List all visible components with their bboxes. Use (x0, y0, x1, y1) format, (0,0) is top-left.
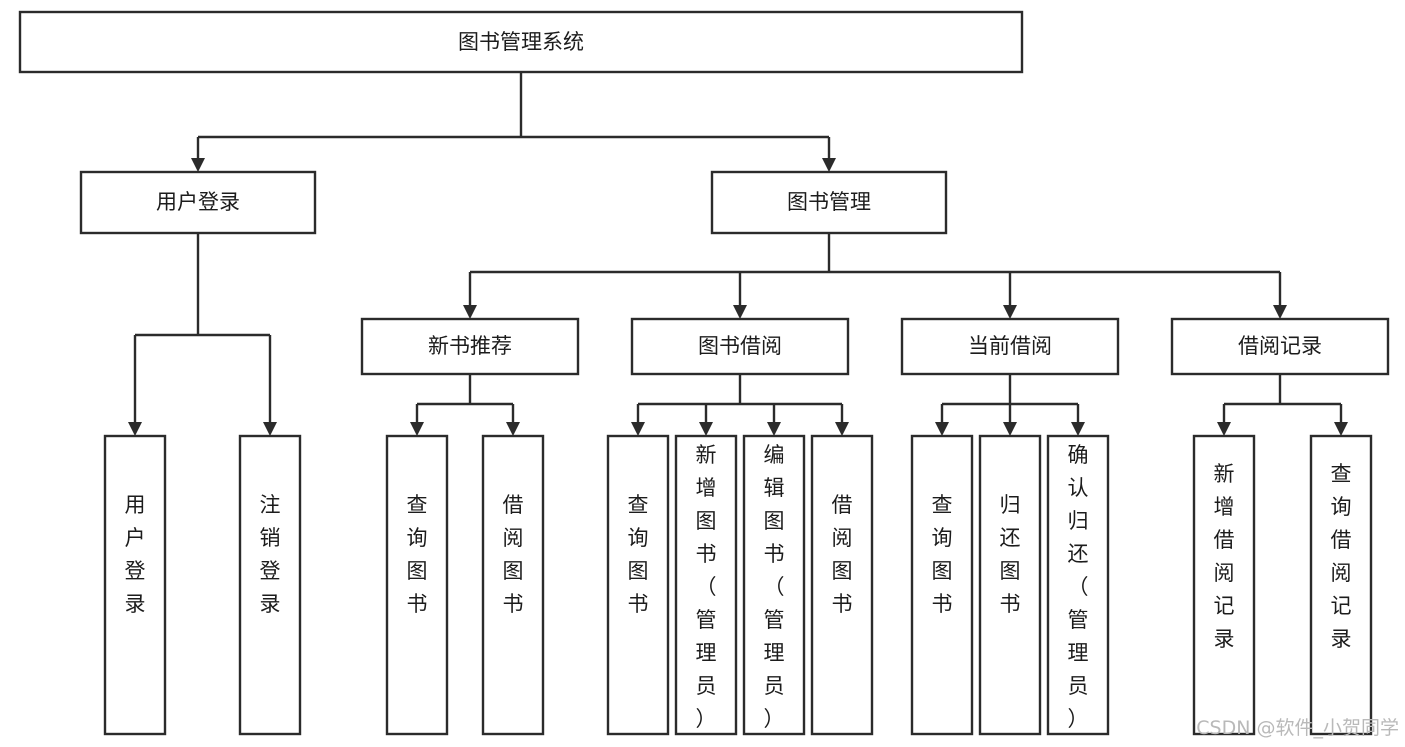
leaf-user-login-2[interactable]: 注销登录 (238, 434, 302, 736)
leaf-new-book-2[interactable]: 借阅图书 (481, 434, 545, 736)
arrowhead-currentborrow-leaf3 (1071, 422, 1085, 436)
node-root-label: 图书管理系统 (458, 30, 584, 54)
leaf-book-borrow-1[interactable]: 查询图书 (606, 434, 670, 736)
arrowhead-user-login (191, 158, 205, 172)
node-borrow-record-label: 借阅记录 (1238, 334, 1322, 358)
leaf-new-book-2-label: 借阅图书 (503, 493, 524, 616)
leaf-borrow-record-2-box[interactable] (1309, 434, 1373, 736)
leaf-new-book-1-box[interactable] (385, 434, 449, 736)
arrowhead-new-book (463, 305, 477, 319)
node-book-borrow-box[interactable] (630, 317, 850, 376)
node-book-management[interactable]: 图书管理 (710, 170, 948, 235)
arrowhead-current-borrow (1003, 305, 1017, 319)
leaf-current-borrow-1[interactable]: 查询图书 (910, 434, 974, 736)
leaf-current-borrow-2-label: 归还图书 (1000, 493, 1021, 616)
arrowhead-borrow-record (1273, 305, 1287, 319)
leaf-user-login-2-label: 注销登录 (260, 493, 281, 616)
node-borrow-record-box[interactable] (1170, 317, 1390, 376)
leaf-book-borrow-1-label: 查询图书 (628, 493, 649, 616)
arrowhead-newbook-leaf1 (410, 422, 424, 436)
node-borrow-record[interactable]: 借阅记录 (1170, 317, 1390, 376)
leaf-book-borrow-3-label: 编辑图书（管理员） (764, 443, 785, 731)
leaf-current-borrow-3-box[interactable] (1046, 434, 1110, 736)
leaf-user-login-2-box[interactable] (238, 434, 302, 736)
arrowhead-newbook-leaf2 (506, 422, 520, 436)
node-current-borrow[interactable]: 当前借阅 (900, 317, 1120, 376)
node-current-borrow-label: 当前借阅 (968, 334, 1052, 358)
node-user-login[interactable]: 用户登录 (79, 170, 317, 235)
leaf-current-borrow-3[interactable]: 确认归还（管理员） (1046, 434, 1110, 736)
node-current-borrow-box[interactable] (900, 317, 1120, 376)
leaf-current-borrow-1-box[interactable] (910, 434, 974, 736)
leaf-new-book-1[interactable]: 查询图书 (385, 434, 449, 736)
node-user-login-label: 用户登录 (156, 190, 240, 214)
leaf-current-borrow-3-label: 确认归还（管理员） (1068, 443, 1089, 731)
leaf-book-borrow-3-box[interactable] (742, 434, 806, 736)
node-new-book-recommend-label: 新书推荐 (428, 334, 512, 358)
leaf-user-login-1-box[interactable] (103, 434, 167, 736)
leaf-book-borrow-2[interactable]: 新增图书（管理员） (674, 434, 738, 736)
node-new-book-recommend-box[interactable] (360, 317, 580, 376)
leaf-book-borrow-4-label: 借阅图书 (832, 493, 853, 616)
leaf-book-borrow-2-box[interactable] (674, 434, 738, 736)
arrowhead-borrowrecord-leaf2 (1334, 422, 1348, 436)
arrowhead-bookborrow-leaf3 (767, 422, 781, 436)
arrowhead-userlogin-leaf2 (263, 422, 277, 436)
node-book-management-label: 图书管理 (787, 190, 871, 214)
node-new-book-recommend[interactable]: 新书推荐 (360, 317, 580, 376)
arrowhead-book-mgmt (822, 158, 836, 172)
leaf-borrow-record-2[interactable]: 查询借阅记录 (1309, 434, 1373, 736)
leaf-borrow-record-2-label: 查询借阅记录 (1331, 462, 1352, 651)
leaf-book-borrow-3[interactable]: 编辑图书（管理员） (742, 434, 806, 736)
node-root[interactable]: 图书管理系统 (18, 10, 1024, 74)
arrowhead-bookborrow-leaf1 (631, 422, 645, 436)
connector-layer (128, 72, 1348, 436)
leaf-new-book-2-box[interactable] (481, 434, 545, 736)
arrowhead-userlogin-leaf1 (128, 422, 142, 436)
arrowhead-bookborrow-leaf2 (699, 422, 713, 436)
node-book-borrow[interactable]: 图书借阅 (630, 317, 850, 376)
node-book-borrow-label: 图书借阅 (698, 334, 782, 358)
node-book-management-box[interactable] (710, 170, 948, 235)
leaf-book-borrow-4-box[interactable] (810, 434, 874, 736)
arrowhead-currentborrow-leaf2 (1003, 422, 1017, 436)
leaf-user-login-1-label: 用户登录 (125, 493, 146, 616)
leaf-book-borrow-4[interactable]: 借阅图书 (810, 434, 874, 736)
csdn-watermark: CSDN @软件_小贺同学 (1196, 717, 1399, 739)
leaf-current-borrow-1-label: 查询图书 (932, 493, 953, 616)
leaf-borrow-record-1-label: 新增借阅记录 (1214, 462, 1235, 651)
leaf-current-borrow-2[interactable]: 归还图书 (978, 434, 1042, 736)
leaf-user-login-1[interactable]: 用户登录 (103, 434, 167, 736)
leaf-current-borrow-2-box[interactable] (978, 434, 1042, 736)
arrowhead-currentborrow-leaf1 (935, 422, 949, 436)
leaf-book-borrow-2-label: 新增图书（管理员） (696, 443, 717, 731)
node-root-box[interactable] (18, 10, 1024, 74)
leaf-borrow-record-1-box[interactable] (1192, 434, 1256, 736)
leaf-new-book-1-label: 查询图书 (407, 493, 428, 616)
arrowhead-bookborrow-leaf4 (835, 422, 849, 436)
arrowhead-book-borrow (733, 305, 747, 319)
arrowhead-borrowrecord-leaf1 (1217, 422, 1231, 436)
leaf-book-borrow-1-box[interactable] (606, 434, 670, 736)
leaf-borrow-record-1[interactable]: 新增借阅记录 (1192, 434, 1256, 736)
node-user-login-box[interactable] (79, 170, 317, 235)
